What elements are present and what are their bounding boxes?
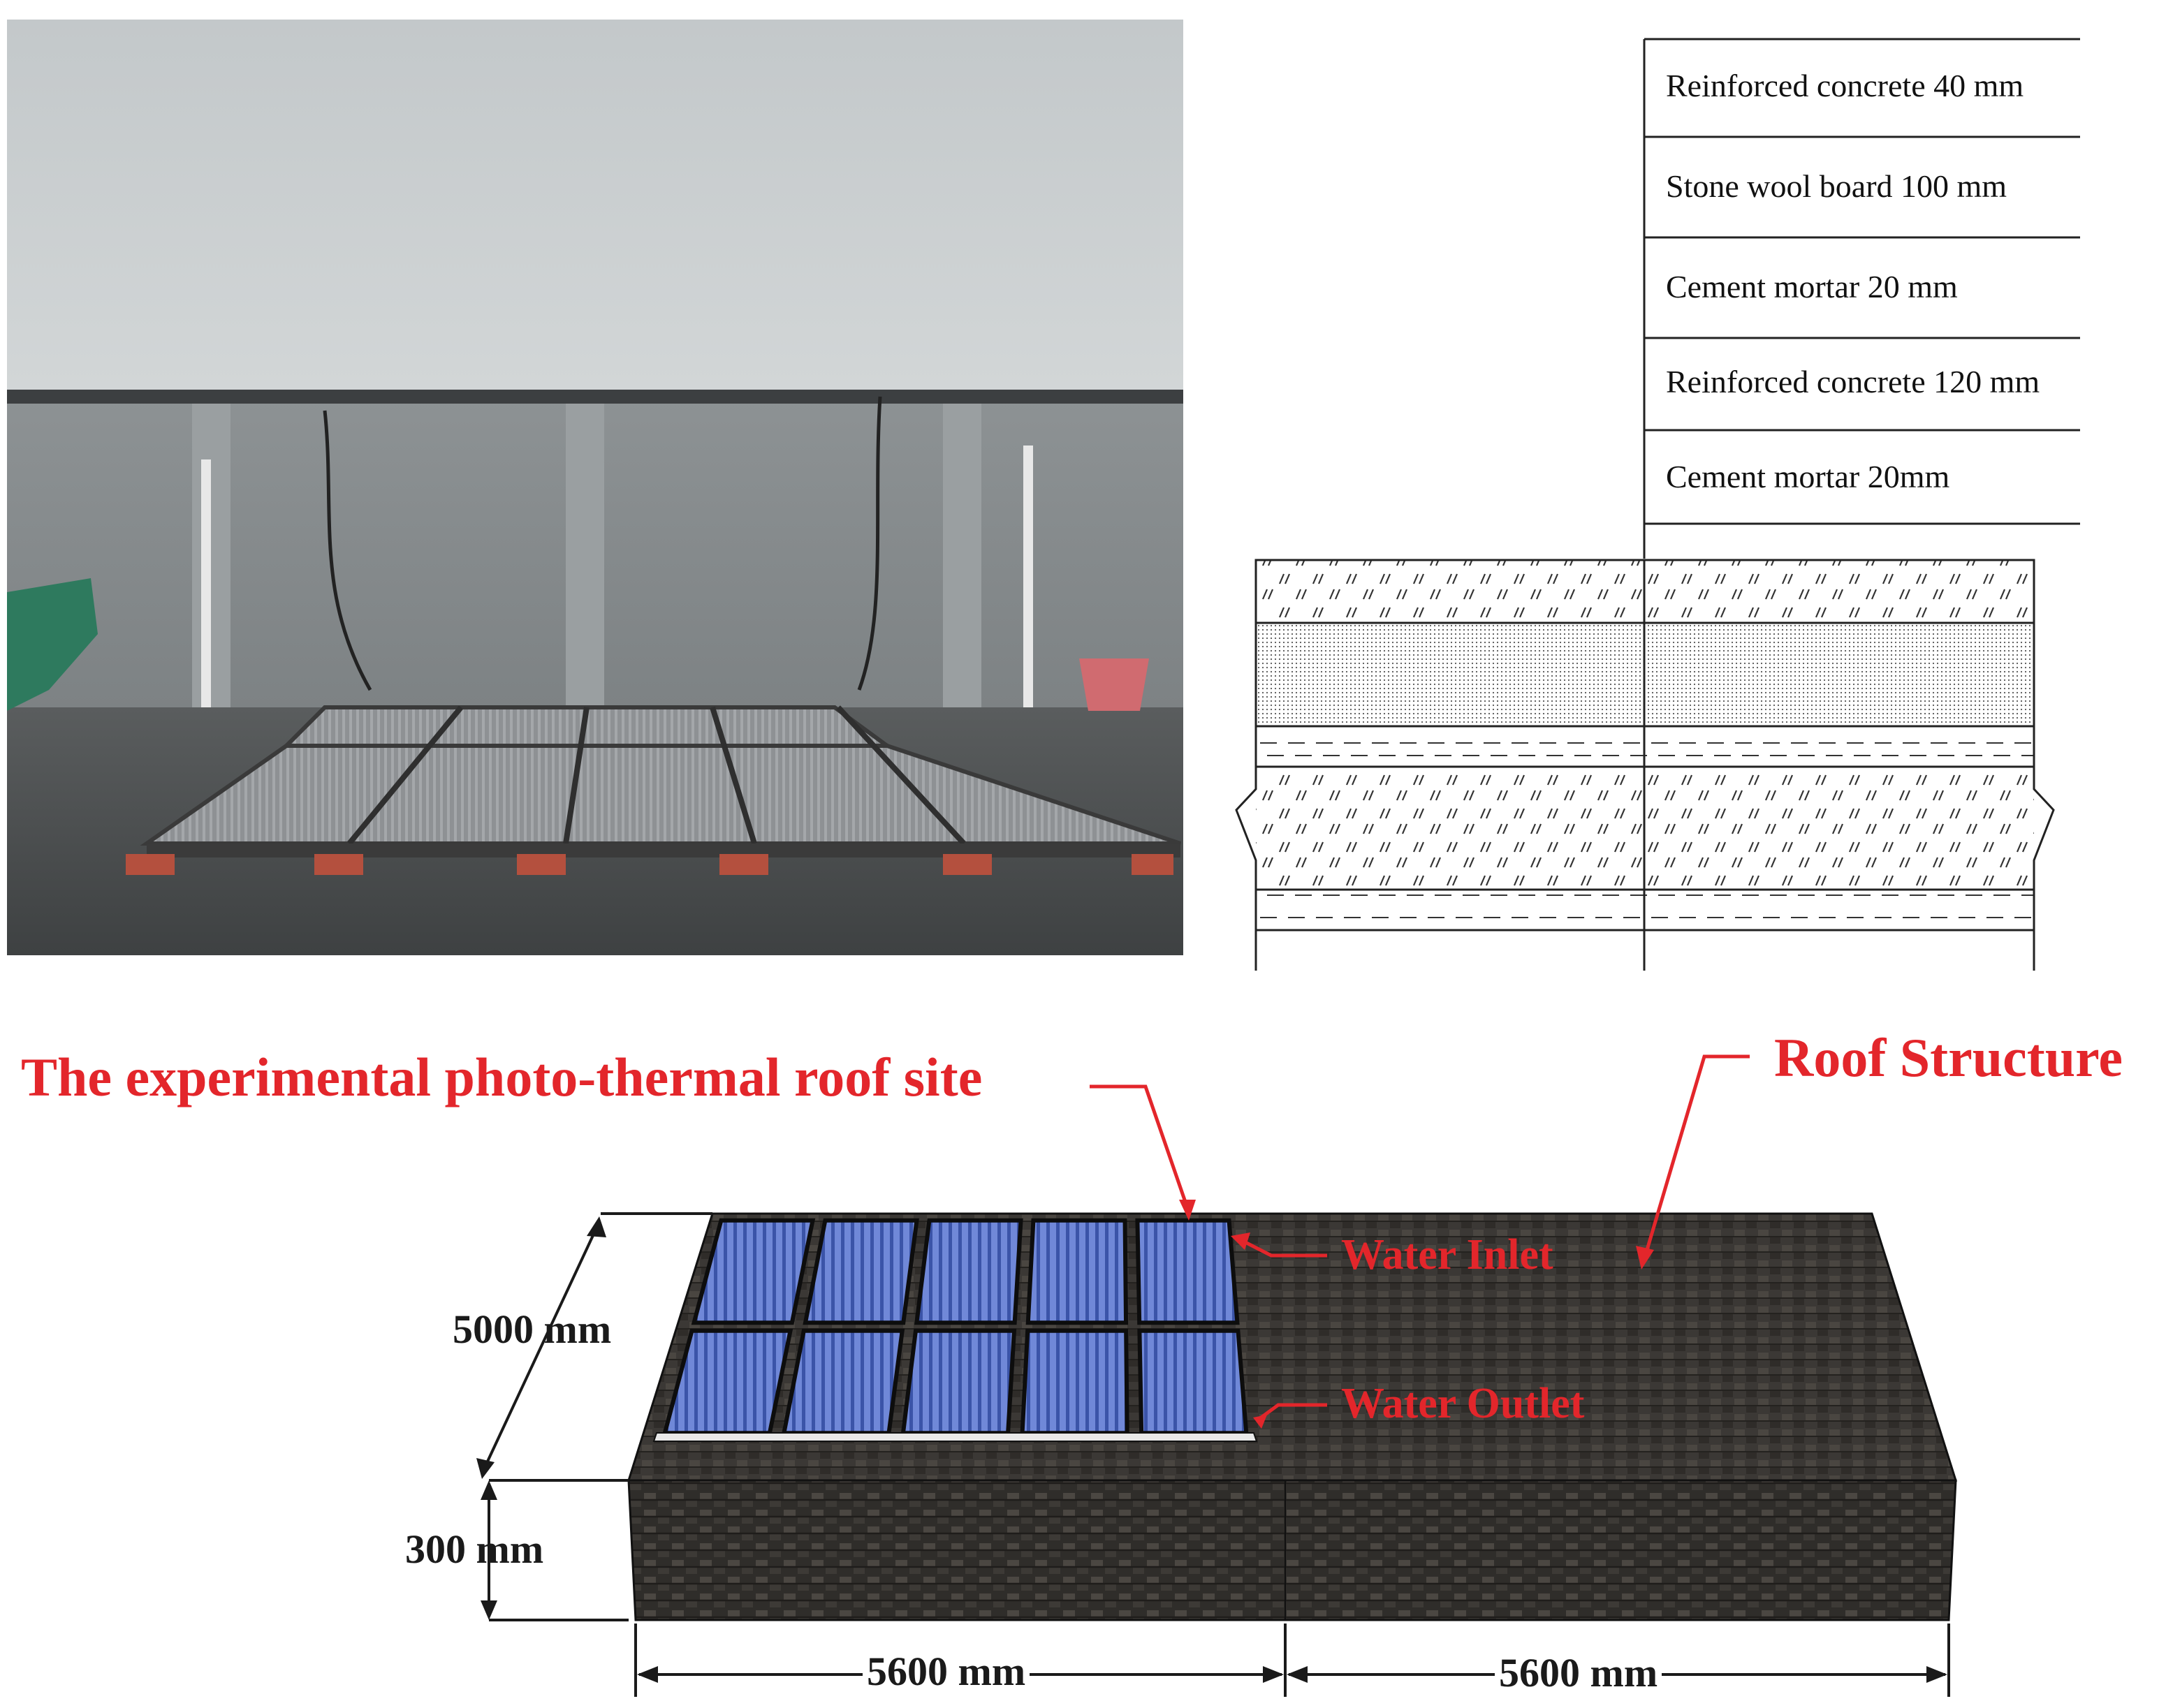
layer-reinforced-concrete-120 <box>1256 767 2034 890</box>
collector-panel <box>691 1218 816 1325</box>
collector-base-strip <box>652 1432 1258 1442</box>
roof-cross-section <box>1235 559 2055 971</box>
site-label: The experimental photo-thermal roof site <box>21 1047 983 1107</box>
brick-support <box>1132 854 1173 875</box>
height-dimension: 300 mm <box>405 1526 544 1572</box>
brick-support <box>517 854 566 875</box>
collector-panel <box>914 1218 1023 1325</box>
roof-arrow <box>1643 1054 1750 1258</box>
roof-structure-label: Roof Structure <box>1774 1027 2123 1088</box>
sky <box>7 20 1183 390</box>
depth-dimension: 5000 mm <box>453 1306 612 1352</box>
wall-coping <box>7 390 1183 404</box>
outlet-arrow <box>1256 1403 1327 1422</box>
inlet-arrow <box>1238 1237 1327 1258</box>
wall-pillar <box>192 404 230 711</box>
layer-stone-wool-board <box>1254 621 2035 728</box>
site-arrow <box>1090 1084 1190 1209</box>
collector-array <box>652 1218 1258 1442</box>
hose <box>323 410 372 691</box>
brick-support <box>314 854 363 875</box>
white-pipe <box>1023 446 1033 711</box>
hose <box>857 396 882 691</box>
layer-label: Reinforced concrete 120 mm <box>1666 364 2040 399</box>
collector-panel <box>661 1328 793 1436</box>
collector-panel <box>1020 1328 1129 1436</box>
layer-label: Stone wool board 100 mm <box>1666 168 2007 204</box>
green-tarp <box>7 578 98 711</box>
collector-panel <box>803 1218 919 1325</box>
collector-panel <box>1135 1218 1240 1325</box>
layer-cement-mortar-top <box>1254 725 2035 768</box>
brick-support <box>126 854 175 875</box>
wall-pillar <box>943 404 981 711</box>
rooftop-photo-drawing <box>7 20 1183 955</box>
collector-panel <box>900 1328 1017 1436</box>
collector-panel <box>1137 1328 1249 1436</box>
photo-collectors <box>140 705 1181 857</box>
brick-support <box>719 854 768 875</box>
white-pipe <box>201 459 211 725</box>
width-left-dimension: 5600 mm <box>863 1648 1030 1695</box>
dimension-lines <box>476 1212 1950 1697</box>
layer-label: Cement mortar 20mm <box>1666 459 1950 494</box>
water-inlet-label: Water Inlet <box>1341 1231 1553 1279</box>
collector-panel <box>781 1328 905 1436</box>
water-outlet-label: Water Outlet <box>1341 1380 1585 1427</box>
layer-cement-mortar-bottom <box>1254 888 2035 932</box>
red-bucket <box>1079 658 1149 711</box>
brick-support <box>943 854 992 875</box>
rooftop-photo <box>7 20 1183 955</box>
collector-panel <box>1025 1218 1129 1325</box>
roof-top-face <box>627 1212 1958 1482</box>
layer-label: Cement mortar 20 mm <box>1666 269 1958 304</box>
roof-front-face <box>627 1479 1957 1621</box>
width-right-dimension: 5600 mm <box>1495 1649 1662 1696</box>
layer-label: Reinforced concrete 40 mm <box>1666 68 2024 103</box>
layer-reinforced-concrete-40 <box>1254 559 2035 624</box>
roof-3d-model <box>627 1212 1958 1621</box>
wall-pillar <box>566 404 604 711</box>
